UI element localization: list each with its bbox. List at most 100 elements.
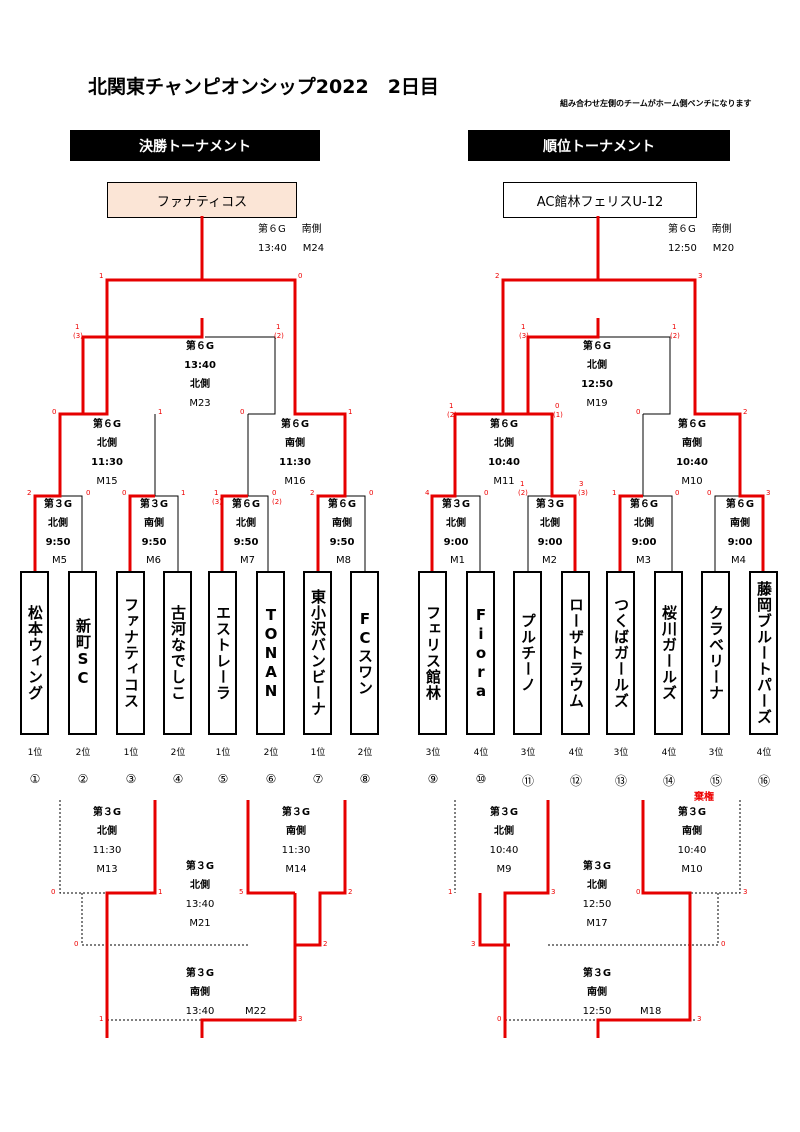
- match-info-m7: 第６G 北側 9:50: [216, 495, 276, 552]
- score: (2): [272, 498, 282, 506]
- team-number: ⑮: [709, 774, 722, 788]
- match-ground: 第６G: [489, 419, 519, 430]
- team-name: Fiora: [472, 605, 490, 701]
- match-side: 南側: [682, 826, 702, 837]
- score: 0: [240, 408, 245, 416]
- score: (2): [274, 332, 284, 340]
- match-time: 13:40: [185, 1006, 215, 1017]
- match-side: 北側: [97, 826, 117, 837]
- team-name: 桜川ガールズ: [660, 605, 678, 701]
- team-name: ローザトラウム: [567, 597, 585, 709]
- match-id: M7: [240, 555, 255, 566]
- match-id: M21: [189, 918, 211, 929]
- team-name: 藤岡ブルートパーズ: [755, 581, 773, 725]
- team-number: ⑪: [521, 774, 534, 788]
- match-time: 12:50: [668, 243, 697, 254]
- score: 1: [181, 489, 186, 497]
- score: 3: [698, 272, 703, 280]
- match-id: M5: [52, 555, 67, 566]
- score: 1: [276, 323, 281, 331]
- score: (2): [447, 411, 457, 419]
- match-side: 南側: [190, 987, 210, 998]
- team-number: ⑧: [359, 772, 371, 786]
- score: 1: [449, 402, 454, 410]
- match-info-m17: 第３G 北側 12:50 M17: [567, 857, 627, 933]
- team-number: ②: [77, 772, 89, 786]
- score: 1: [521, 323, 526, 331]
- team-rank: 3位: [425, 748, 441, 758]
- score: 1: [520, 480, 525, 488]
- score: 1: [612, 489, 617, 497]
- match-id: M4: [731, 555, 746, 566]
- team-number: ⑥: [265, 772, 277, 786]
- team-rank: 1位: [123, 748, 139, 758]
- team-rank: 2位: [170, 748, 186, 758]
- match-info-m19: 第６G 北側 12:50 M19: [567, 337, 627, 413]
- match-time: 11:30: [92, 845, 122, 856]
- match-id: M1: [450, 555, 465, 566]
- team-box: 桜川ガールズ: [654, 571, 683, 735]
- final-champion-box: ファナティコス: [107, 182, 297, 218]
- match-ground: 第３G: [92, 807, 122, 818]
- score: 2: [27, 489, 32, 497]
- placement-champion-box: AC館林フェリスU-12: [503, 182, 697, 218]
- match-side: 北側: [190, 880, 210, 891]
- match-ground: 第６G: [582, 341, 612, 352]
- score: 1: [75, 323, 80, 331]
- match-info-m20: 第６G 南側 12:50 M20: [668, 220, 734, 258]
- score: 0: [369, 489, 374, 497]
- score: (1): [553, 411, 563, 419]
- match-side: 北側: [494, 438, 514, 449]
- team-name: 東小沢バンビーナ: [309, 589, 327, 717]
- score: 0: [675, 489, 680, 497]
- team-number: ⑩: [475, 772, 487, 786]
- match-time: 9:00: [537, 537, 563, 548]
- match-id: M18: [640, 1006, 662, 1017]
- match-id: M14: [285, 864, 307, 875]
- score: 0: [721, 940, 726, 948]
- match-time: 13:40: [185, 899, 215, 910]
- team-rank: 2位: [357, 748, 373, 758]
- match-id: M9: [496, 864, 512, 875]
- score: (3): [212, 498, 222, 506]
- match-ground: 第６G: [231, 499, 261, 510]
- match-ground: 第３G: [185, 861, 215, 872]
- team-rank: 4位: [473, 748, 489, 758]
- team-rank: 4位: [661, 748, 677, 758]
- score: 0: [555, 402, 560, 410]
- match-ground: 第３G: [281, 807, 311, 818]
- team-box: 東小沢バンビーナ: [303, 571, 332, 735]
- match-info-m18: 第３G 南側 12:50: [567, 964, 627, 1021]
- team-rank: 2位: [263, 748, 279, 758]
- match-ground: 第３G: [677, 807, 707, 818]
- team-rank: 1位: [310, 748, 326, 758]
- match-id: M17: [586, 918, 608, 929]
- score: 2: [743, 408, 748, 416]
- match-side: 南側: [285, 438, 305, 449]
- team-box: 新町SC: [68, 571, 97, 735]
- match-id: M20: [712, 243, 735, 254]
- match-id: M6: [146, 555, 161, 566]
- score: 1: [99, 272, 104, 280]
- match-ground: 第３G: [489, 807, 519, 818]
- match-time: 11:30: [91, 457, 123, 468]
- match-info-m5: 第３G 北側 9:50: [28, 495, 88, 552]
- team-box: 松本ウィング: [20, 571, 49, 735]
- score: 2: [348, 888, 353, 896]
- match-side: 北側: [587, 360, 607, 371]
- team-name: つくばガールズ: [612, 597, 630, 709]
- match-side: 北側: [97, 438, 117, 449]
- match-id: M22: [245, 1006, 267, 1017]
- match-ground: 第６G: [327, 499, 357, 510]
- match-ground: 第６G: [185, 341, 215, 352]
- score: (3): [519, 332, 529, 340]
- match-info-m15: 第６G 北側 11:30 M15: [77, 415, 137, 491]
- score: 0: [74, 940, 79, 948]
- match-ground: 第６G: [258, 224, 286, 235]
- team-box: フェリス館林: [418, 571, 447, 735]
- match-side: 北側: [540, 518, 560, 529]
- match-id: M16: [284, 476, 306, 487]
- score: 2: [310, 489, 315, 497]
- match-ground: 第６G: [629, 499, 659, 510]
- score: 0: [636, 888, 641, 896]
